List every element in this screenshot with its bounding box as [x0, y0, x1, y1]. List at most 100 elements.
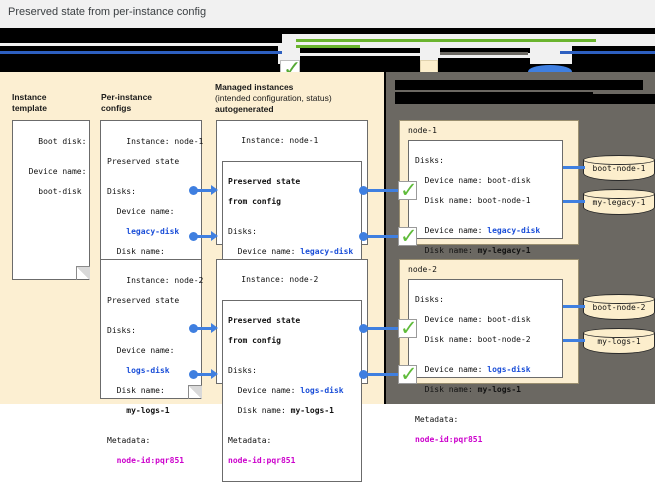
boot-device-label: Device name:: [424, 176, 488, 185]
green-check-icon: ✓: [400, 178, 418, 202]
disk-name-label: Disk name:: [116, 247, 165, 256]
pres-disk-value: my-legacy-1: [477, 246, 531, 255]
heading-line-2: (intended configuration, status): [215, 93, 332, 103]
status-check-badge: [398, 227, 417, 246]
pres-device-label: Device name:: [424, 365, 488, 374]
redaction-bar: [395, 80, 643, 90]
instance-line: Instance: node-2: [126, 276, 204, 285]
disk-cylinder-boot-node-2: boot-node-2: [583, 294, 655, 320]
redaction-bar: [300, 48, 420, 53]
node-group-node-1: node-1 Disks: Device name: boot-disk Dis…: [399, 120, 579, 305]
green-check-icon: ✓: [400, 224, 418, 248]
instance-line: Instance: node-2: [241, 275, 319, 284]
cylinder-label: my-logs-1: [597, 337, 641, 346]
connector-line: [196, 327, 212, 330]
connector-dot: [189, 186, 198, 195]
metadata-value: node-id:pqr851: [116, 456, 185, 465]
connector-line: [563, 305, 585, 308]
disks-label: Disks:: [107, 187, 136, 196]
preserved-state-box: Preserved state from config Disks: Devic…: [222, 300, 362, 482]
boot-device-value: boot-disk: [487, 315, 531, 324]
preserved-line: Preserved state: [107, 296, 180, 305]
cylinder-label: my-legacy-1: [592, 198, 646, 207]
cream-box-icon: [420, 60, 438, 72]
connector-dot: [359, 232, 368, 241]
pres-device-value: logs-disk: [487, 365, 531, 374]
connector-dot: [189, 370, 198, 379]
preserved-line-1: Preserved state: [228, 316, 301, 325]
device-name-value: legacy-disk: [300, 247, 354, 256]
disks-label: Disks:: [107, 326, 136, 335]
preserved-line-1: Preserved state: [228, 177, 301, 186]
instance-template-card: Boot disk: Device name: boot-disk: [12, 120, 90, 280]
device-name-value: legacy-disk: [126, 227, 180, 236]
per-instance-config-card-node-2: Instance: node-2 Preserved state Disks: …: [100, 259, 204, 465]
disk-name-value: my-logs-1: [290, 406, 334, 415]
metadata-value: node-id:pqr851: [228, 456, 296, 465]
preserved-line-2: from config: [228, 336, 281, 345]
page-title: Preserved state from per-instance config: [8, 6, 207, 18]
boot-disk-value: boot-node-1: [477, 196, 531, 205]
diagram-canvas: Instance template Per-instance configs M…: [0, 72, 655, 482]
managed-instance-card-node-2: Instance: node-2 Preserved state from co…: [216, 259, 368, 482]
connector-dot: [359, 324, 368, 333]
preserved-line-2: from config: [228, 197, 281, 206]
heading-line-1: Managed instances: [215, 82, 294, 92]
connector-line: [368, 235, 399, 238]
legend-band: ✓: [0, 28, 655, 72]
page-fold-icon: [76, 266, 90, 280]
heading-line-2: configs: [101, 103, 132, 113]
metadata-label: Metadata:: [107, 436, 151, 445]
connector-line: [563, 166, 585, 169]
node-body: Disks: Device name: boot-disk Disk name:…: [408, 140, 563, 305]
device-name-label: Device name:: [237, 247, 296, 256]
device-name-value: logs-disk: [126, 366, 170, 375]
boot-disk-value: boot-node-2: [477, 335, 531, 344]
node-group-node-2: node-2 Disks: Device name: boot-disk Dis…: [399, 259, 579, 444]
metadata-label: Metadata:: [415, 415, 459, 424]
connector-line: [368, 373, 399, 376]
status-check-badge: [398, 319, 417, 338]
connector-line: [196, 235, 212, 238]
disk-name-label: Disk name:: [237, 406, 286, 415]
redaction-bar: [0, 34, 282, 43]
instance-line: Instance: node-1: [241, 136, 319, 145]
boot-disk-label: Disk name:: [424, 335, 478, 344]
connector-line: [368, 327, 399, 330]
heading-line-1: Per-instance: [101, 92, 153, 102]
green-check-icon-box: [280, 60, 300, 72]
heading-line-1: Instance: [12, 92, 47, 102]
connector-dot: [359, 370, 368, 379]
metadata-label: Metadata:: [228, 436, 272, 445]
status-check-badge: [398, 365, 417, 384]
connector-arrow-icon: [211, 369, 218, 379]
pres-disk-value: my-logs-1: [477, 385, 521, 394]
preserved-line: Preserved state: [107, 157, 180, 166]
connector-dot: [189, 324, 198, 333]
heading-line-2: template: [12, 103, 47, 113]
disk-cylinder-my-logs-1: my-logs-1: [583, 328, 655, 354]
disk-name-value: my-logs-1: [126, 406, 170, 415]
legend-blue-rule-2: [560, 51, 655, 54]
redaction-bar: [593, 94, 655, 104]
pres-device-label: Device name:: [424, 226, 488, 235]
boot-device-value: boot-disk: [487, 176, 531, 185]
boot-disk-label: Disk name:: [424, 196, 478, 205]
device-name-label: Device name:: [28, 167, 87, 176]
redaction-bar: [395, 92, 593, 104]
green-check-icon: ✓: [400, 362, 418, 386]
green-check-icon: ✓: [283, 57, 302, 73]
column-heading-right-panel: [386, 72, 655, 112]
instance-line: Instance: node-1: [126, 137, 204, 146]
redaction-bar: [440, 48, 530, 53]
device-name-label: Device name:: [116, 346, 175, 355]
redaction-bar: [0, 64, 655, 72]
column-heading-managed-instances: Managed instances (intended configuratio…: [215, 82, 332, 115]
status-check-badge: [398, 181, 417, 200]
pres-device-value: legacy-disk: [487, 226, 541, 235]
disk-cylinder-my-legacy-1: my-legacy-1: [583, 189, 655, 215]
column-heading-per-instance-configs: Per-instance configs: [101, 92, 152, 114]
node-title: node-2: [408, 265, 437, 274]
connector-arrow-icon: [211, 323, 218, 333]
pres-disk-label: Disk name:: [424, 246, 478, 255]
